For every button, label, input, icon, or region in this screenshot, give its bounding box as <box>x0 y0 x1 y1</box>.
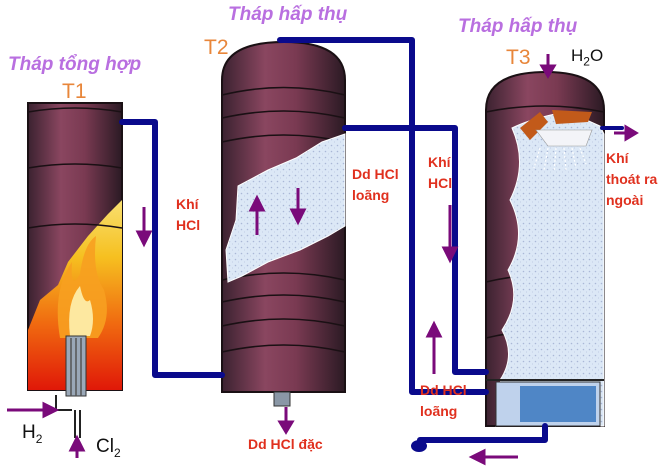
tower-t3-id: T3 <box>506 46 531 69</box>
khi-thoat-label: Khí thoát ra ngoài <box>606 150 658 208</box>
tower-t2-id: T2 <box>204 36 229 59</box>
tower-t3-title: Tháp hấp thụ <box>458 16 578 37</box>
dd-hcl-loang-label-top: Dd HCl loãng <box>352 166 399 203</box>
khi-hcl-label-pipe: Khí HCl <box>428 154 453 191</box>
dd-hcl-dac-label: Dd HCl đặc <box>248 436 323 452</box>
tower-t3 <box>485 70 605 427</box>
khi-hcl-label-t2: Khí HCl <box>176 196 201 233</box>
tower-t2-title: Tháp hấp thụ <box>228 4 348 25</box>
h2-label: H2 <box>22 422 43 446</box>
water-label: H2O <box>571 46 604 69</box>
dd-hcl-loang-label-bottom: Dd HCl loãng <box>420 382 467 419</box>
cl2-label: Cl2 <box>96 436 121 460</box>
tower-t1-id: T1 <box>62 80 87 103</box>
pump-icon <box>411 440 427 452</box>
flow-arrows <box>7 54 639 466</box>
tower-t1 <box>27 102 123 438</box>
tower-t1-title: Tháp tổng hợp <box>8 54 142 75</box>
tower-t2 <box>221 40 346 407</box>
